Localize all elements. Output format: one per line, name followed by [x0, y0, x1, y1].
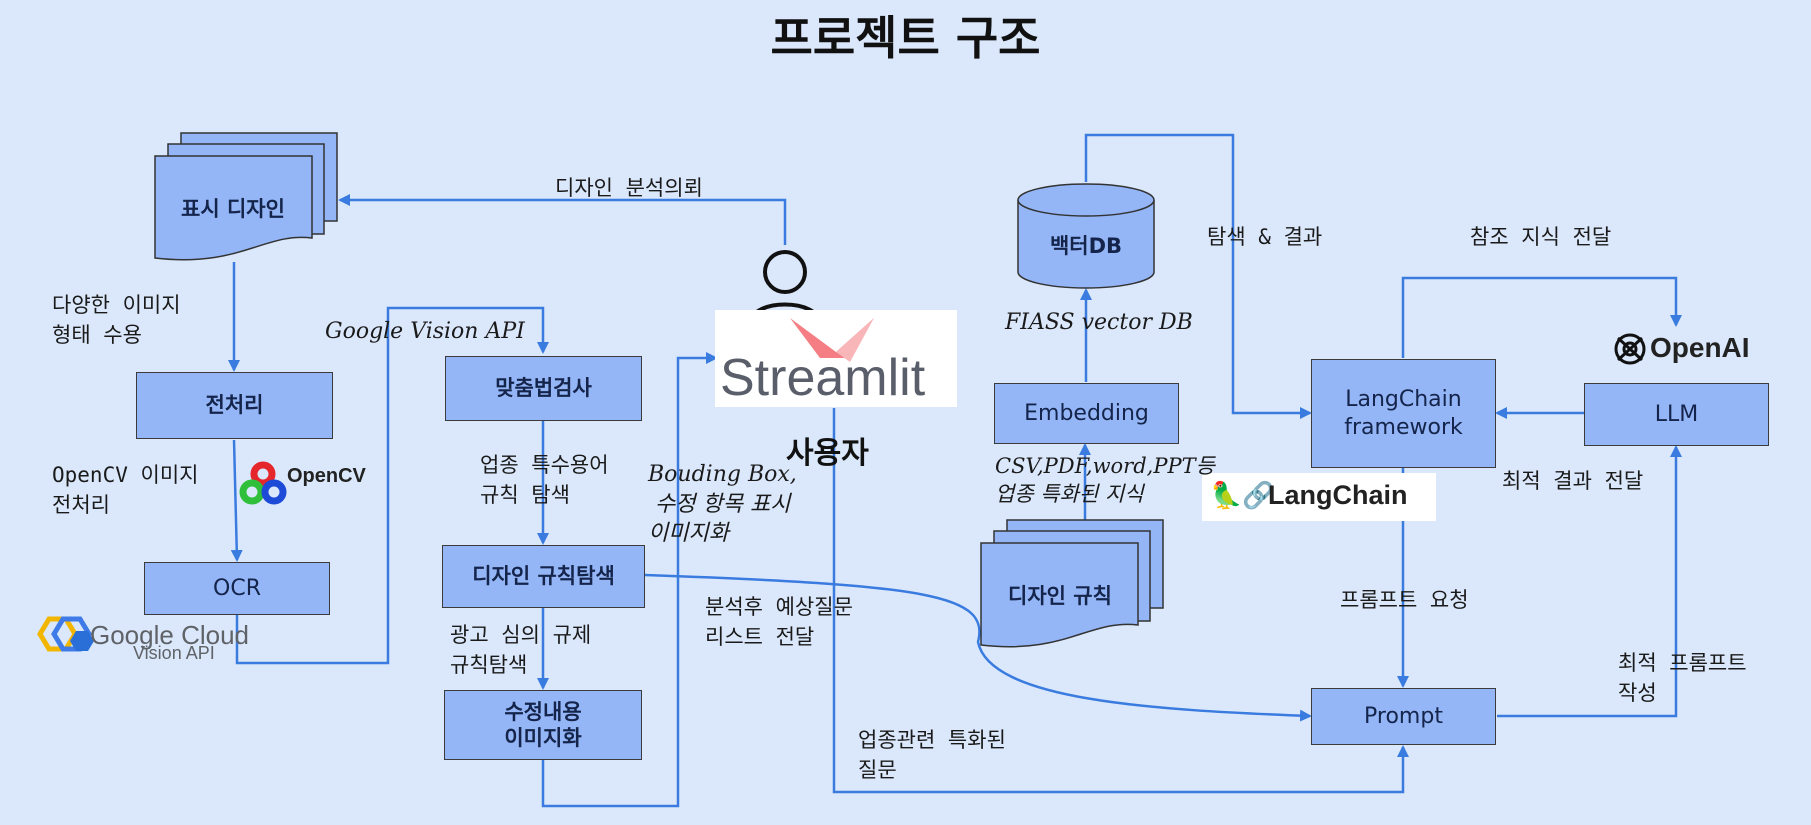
bounding-box-label: Bouding Box, 수정 항목 표시 이미지화 — [648, 462, 797, 547]
vision-api-logo-text: Vision API — [133, 643, 215, 663]
langchain-framework-box: LangChain framework — [1311, 359, 1496, 468]
arrow-user-to-display-design — [338, 194, 787, 245]
arrow-edit-to-streamlit — [541, 352, 718, 808]
vector-db-cylinder: 백터DB — [1017, 183, 1155, 289]
optimal-prompt-label: 최적 프롬프트 작성 — [1618, 651, 1747, 706]
csv-pdf-knowledge-label: CSV,PDF,word,PPT등 업종 특화된 지식 — [995, 454, 1215, 507]
llm-box: LLM — [1584, 383, 1769, 446]
design-rules-label: 디자인 규칙 — [1008, 584, 1112, 608]
openai-logo-text: OpenAI — [1650, 332, 1750, 363]
prompt-box: Prompt — [1311, 688, 1496, 745]
arrow-langchain-to-llm — [1401, 276, 1682, 358]
design-rule-search-box: 디자인 규칙탐색 — [442, 545, 645, 608]
streamlit-logo-bg — [715, 310, 957, 407]
analysis-question-list-label: 분석후 예상질문 리스트 전달 — [705, 595, 853, 650]
prompt-request-label: 프롬프트 요청 — [1340, 588, 1469, 612]
display-design-label: 표시 디자인 — [181, 197, 285, 221]
ad-regulation-label: 광고 심의 규제 규칙탐색 — [450, 623, 592, 678]
industry-terms-label: 업종 특수용어 규칙 탐색 — [480, 453, 609, 508]
optimal-result-label: 최적 결과 전달 — [1502, 469, 1644, 493]
openai-icon — [1614, 333, 1646, 365]
arrow-prompt-to-llm — [1497, 445, 1682, 718]
google-cloud-icon — [37, 616, 94, 652]
arrow-user-to-prompt — [832, 408, 1409, 794]
reference-knowledge-label: 참조 지식 전달 — [1470, 225, 1612, 249]
design-analysis-request-label: 디자인 분석의뢰 — [555, 176, 703, 200]
streamlit-crown-icon — [790, 318, 874, 362]
fiass-vector-db-label: FIASS vector DB — [1005, 310, 1193, 335]
langchain-logo-icon: 🦜🔗 — [1210, 480, 1275, 510]
arrow-ocr-to-law-check — [235, 306, 549, 665]
arrow-preprocess-to-ocr — [230, 439, 243, 562]
embedding-box: Embedding — [994, 383, 1179, 444]
streamlit-logo: Streamlit — [720, 349, 926, 407]
page-title: 프로젝트 구조 — [770, 11, 1041, 65]
opencv-icon — [239, 461, 287, 505]
google-vision-api-label: Google Vision API — [325, 319, 525, 344]
opencv-logo-text: OpenCV — [287, 465, 366, 487]
langchain-logo-bg — [1202, 473, 1436, 521]
google-cloud-logo-text: Google Cloud — [90, 620, 249, 650]
user-label: 사용자 — [786, 436, 869, 471]
various-image-forms-label: 다양한 이미지 형태 수용 — [52, 293, 181, 348]
edit-visualize-box: 수정내용 이미지화 — [444, 690, 642, 760]
law-check-box: 맞춤법검사 — [445, 356, 642, 421]
display-design-document: 표시 디자인 — [154, 132, 338, 261]
arrow-rule-search-to-prompt — [644, 573, 1312, 722]
design-rules-document: 디자인 규칙 — [980, 519, 1164, 648]
arrow-db-to-langchain — [1084, 133, 1312, 419]
industry-question-label: 업종관련 특화된 질문 — [858, 728, 1006, 783]
preprocess-box: 전처리 — [136, 372, 333, 439]
opencv-preprocess-label: OpenCV 이미지 전처리 — [52, 463, 199, 518]
search-result-label: 탐색 & 결과 — [1207, 225, 1323, 249]
langchain-logo-text: LangChain — [1268, 480, 1408, 510]
ocr-box: OCR — [144, 562, 330, 615]
vector-db-label: 백터DB — [1050, 234, 1122, 258]
